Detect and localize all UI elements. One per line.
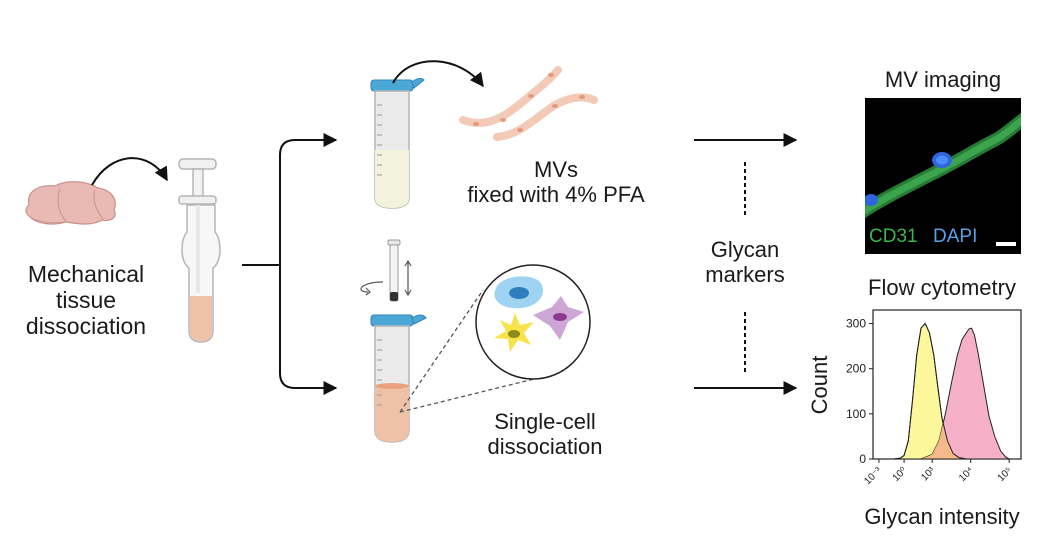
y-tick-label: 200 [846, 362, 866, 376]
histogram-y-axis-label: Count [807, 355, 832, 415]
fixation-tube-icon [370, 77, 425, 209]
label-mv-imaging: MV imaging [884, 67, 1002, 92]
label-single-cell-line-2: dissociation [487, 433, 603, 459]
y-tick-label: 300 [846, 317, 866, 331]
label-glycan-line-1: Glycan [710, 237, 780, 262]
magnified-cells-circle [475, 264, 591, 380]
homogenizer-icon [178, 158, 221, 343]
x-tick-label: 10⁵ [996, 465, 1015, 484]
histogram-x-axis-label: Glycan intensity [864, 504, 1020, 529]
zoom-lines [399, 289, 539, 413]
mv-micrograph [865, 98, 1021, 254]
x-tick-label: 10³ [919, 465, 937, 483]
x-tick-label: 10⁴ [957, 465, 976, 484]
label-single-cell-line-1: Single-cell [494, 409, 596, 434]
centrifugation-icon [360, 239, 412, 302]
label-mechanical-line-1: Mechanical [27, 261, 145, 287]
x-tick-label: 10⁻³ [862, 465, 884, 487]
label-mechanical-line-2: tissue [55, 286, 117, 313]
micrograph-label-cd31: CD31 [869, 226, 918, 247]
microvessel-fibers-icon [459, 66, 598, 141]
x-tick-label: 10⁰ [891, 465, 909, 483]
single-cell-tube-icon [370, 314, 427, 443]
micrograph-label-dapi: DAPI [933, 226, 978, 247]
label-mvs-line-1: MVs [534, 157, 578, 182]
flow-cytometry-histogram: 0 100 200 300 10⁻³ 10⁰ 10³ 10⁴ 10⁵ [846, 309, 1022, 487]
arrows-to-readouts [694, 133, 798, 395]
label-mvs-fixed: MVs fixed with 4% PFA [436, 157, 676, 207]
histogram-series-1-outline [878, 322, 968, 460]
label-mvs-line-2: fixed with 4% PFA [467, 181, 645, 207]
label-glycan-line-2: markers [705, 261, 785, 287]
brain-tissue-icon [25, 181, 116, 225]
y-tick-label: 0 [859, 452, 866, 466]
label-mechanical-line-3: dissociation [25, 312, 147, 339]
arrow-tube-to-mvs [392, 60, 484, 88]
branch-arrows [242, 133, 338, 395]
y-tick-label: 100 [846, 407, 866, 421]
arrow-brain-to-homogenizer [91, 157, 168, 186]
label-glycan-markers: Glycan markers [690, 237, 800, 287]
label-flow-cytometry: Flow cytometry [868, 275, 1016, 300]
label-single-cell: Single-cell dissociation [460, 409, 630, 459]
label-mechanical-dissociation: Mechanical tissue dissociation [6, 261, 166, 339]
